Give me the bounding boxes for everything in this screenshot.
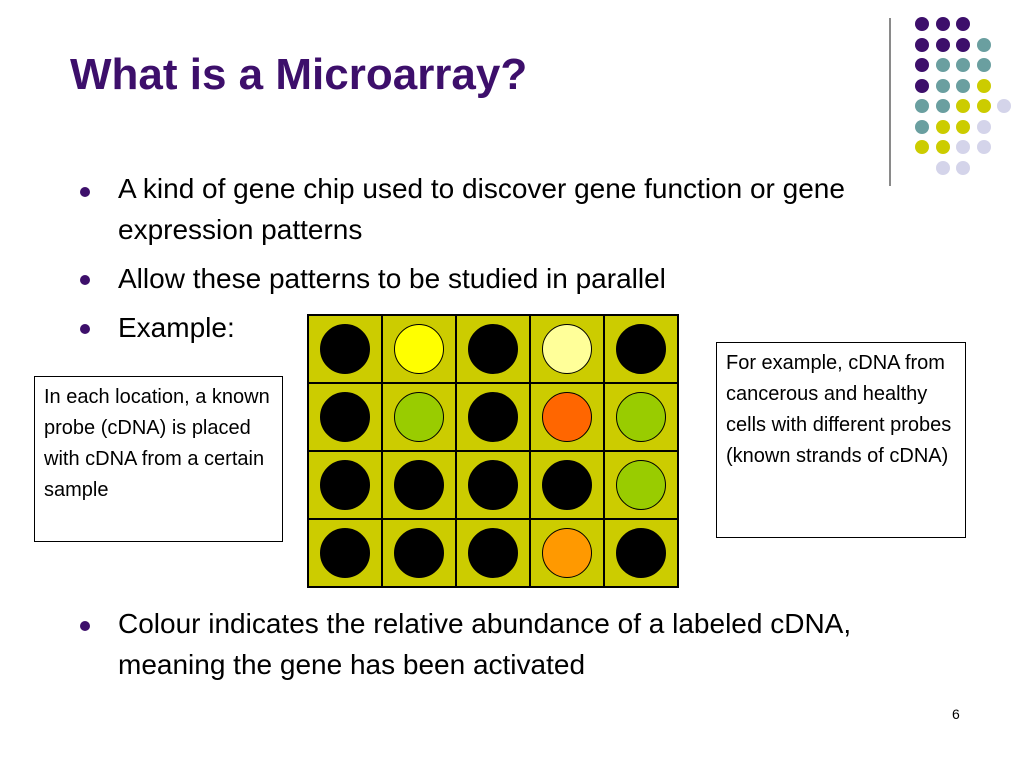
- microarray-cell: [604, 519, 678, 587]
- microarray-grid: [307, 314, 679, 588]
- microarray-spot-black: [320, 392, 370, 442]
- microarray-cell: [308, 383, 382, 451]
- microarray-cell: [456, 315, 530, 383]
- decorative-dot: [915, 37, 929, 52]
- decorative-dot: [935, 17, 950, 31]
- sample-note-box: For example, cDNA from cancerous and hea…: [716, 342, 966, 538]
- microarray-cell: [382, 519, 456, 587]
- decorative-dot: [976, 78, 991, 93]
- decorative-dot: [976, 99, 991, 113]
- decorative-dot: [915, 119, 929, 134]
- decorative-dot: [956, 160, 970, 175]
- decorative-dot: [935, 58, 950, 72]
- decorative-dot: [915, 99, 929, 113]
- decorative-dot: [976, 58, 991, 72]
- bullet-marker: [80, 621, 90, 631]
- decorative-dot: [956, 119, 970, 134]
- microarray-cell: [308, 315, 382, 383]
- probe-note-box: In each location, a known probe (cDNA) i…: [34, 376, 283, 542]
- decorative-dot: [976, 140, 991, 154]
- microarray-cell: [530, 451, 604, 519]
- microarray-cell: [382, 451, 456, 519]
- microarray-cell: [308, 519, 382, 587]
- bullet-marker: [80, 187, 90, 197]
- decorative-dot: [935, 99, 950, 113]
- decorative-dot: [976, 37, 991, 52]
- decorative-dot: [935, 140, 950, 154]
- microarray-spot-red-orange: [542, 392, 592, 442]
- decorative-dot: [956, 37, 970, 52]
- microarray-spot-black: [320, 528, 370, 578]
- decorative-dot: [976, 119, 991, 134]
- microarray-spot-black: [394, 460, 444, 510]
- bullet-gene-chip: A kind of gene chip used to discover gen…: [118, 173, 845, 245]
- decorative-dot: [915, 140, 929, 154]
- microarray-spot-black: [468, 528, 518, 578]
- decorative-dot: [935, 37, 950, 52]
- microarray-spot-black: [468, 324, 518, 374]
- microarray-spot-black: [320, 460, 370, 510]
- microarray-spot-black: [542, 460, 592, 510]
- microarray-cell: [382, 383, 456, 451]
- microarray-spot-pale-yellow: [542, 324, 592, 374]
- bullet-marker: [80, 324, 90, 334]
- microarray-spot-yellow: [394, 324, 444, 374]
- microarray-spot-orange: [542, 528, 592, 578]
- slide-title: What is a Microarray?: [70, 50, 528, 99]
- microarray-spot-black: [468, 392, 518, 442]
- microarray-cell: [382, 315, 456, 383]
- microarray-spot-black: [394, 528, 444, 578]
- microarray-spot-black: [468, 460, 518, 510]
- microarray-cell: [604, 315, 678, 383]
- decorative-dot: [956, 140, 970, 154]
- microarray-spot-green: [616, 392, 666, 442]
- microarray-spot-black: [320, 324, 370, 374]
- decorative-dot: [997, 99, 1011, 113]
- bullet-parallel: Allow these patterns to be studied in pa…: [118, 263, 666, 294]
- slide-number: 6: [952, 706, 960, 722]
- decorative-dot: [956, 58, 970, 72]
- microarray-spot-green: [394, 392, 444, 442]
- decorative-dot: [915, 58, 929, 72]
- microarray-cell: [530, 519, 604, 587]
- microarray-cell: [530, 315, 604, 383]
- decorative-dot: [956, 17, 970, 31]
- microarray-cell: [456, 519, 530, 587]
- microarray-spot-black: [616, 324, 666, 374]
- microarray-spot-black: [616, 528, 666, 578]
- microarray-cell: [308, 451, 382, 519]
- microarray-cell: [530, 383, 604, 451]
- decorative-dot: [935, 160, 950, 175]
- microarray-cell: [456, 451, 530, 519]
- header-divider: [889, 18, 891, 186]
- microarray-cell: [456, 383, 530, 451]
- bullet-colour: Colour indicates the relative abundance …: [118, 608, 852, 680]
- decorative-dot: [915, 78, 929, 93]
- decorative-dot: [956, 99, 970, 113]
- microarray-cell: [604, 383, 678, 451]
- decorative-dot: [935, 119, 950, 134]
- bullet-example: Example:: [118, 312, 235, 343]
- microarray-spot-green: [616, 460, 666, 510]
- decorative-dot: [915, 17, 929, 31]
- bullet-marker: [80, 275, 90, 285]
- decorative-dot: [935, 78, 950, 93]
- decorative-dot: [956, 78, 970, 93]
- microarray-cell: [604, 451, 678, 519]
